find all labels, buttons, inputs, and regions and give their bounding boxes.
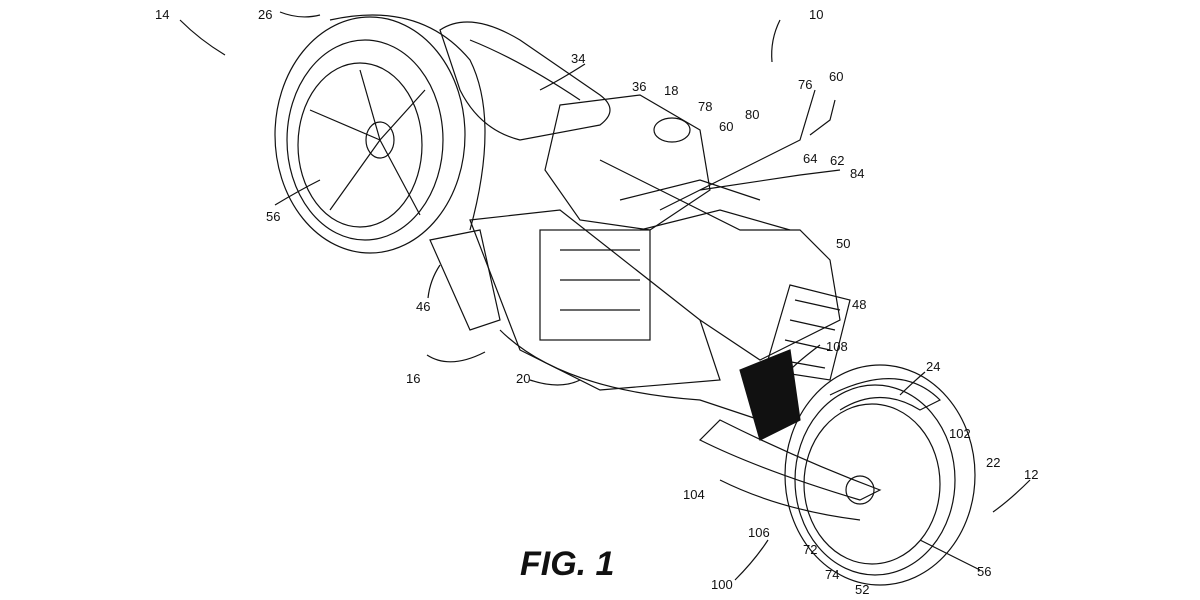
ref-104: 104 [683,487,705,502]
front-wheel [784,364,976,586]
ref-80: 80 [745,107,760,122]
ref-108: 108 [826,339,848,354]
ref-56: 56 [977,564,992,579]
ref-64: 64 [803,151,818,166]
ref-102: 102 [949,426,971,441]
frame-engine [429,159,841,421]
ref-76: 76 [798,77,813,92]
ref-50: 50 [836,236,851,251]
ref-60: 60 [719,119,734,134]
ref-60: 60 [829,69,844,84]
ref-74: 74 [825,567,840,582]
ref-14: 14 [155,7,170,22]
ref-78: 78 [698,99,713,114]
ref-100: 100 [711,577,733,592]
figure-caption: FIG. 1 [520,545,615,583]
ref-18: 18 [664,83,679,98]
ref-16: 16 [406,371,421,386]
handlebars [659,89,841,211]
rear-wheel [274,14,486,254]
radiator [764,284,851,381]
ref-52: 52 [855,582,870,597]
ref-22: 22 [986,455,1001,470]
ref-36: 36 [632,79,647,94]
ref-20: 20 [516,371,531,386]
swingarm [698,349,882,521]
ref-106: 106 [748,525,770,540]
ref-72: 72 [803,542,818,557]
ref-10: 10 [809,7,824,22]
ref-26: 26 [258,7,273,22]
ref-46: 46 [416,299,431,314]
ref-84: 84 [850,166,865,181]
ref-62: 62 [830,153,845,168]
seat [439,21,611,141]
leader-lines [179,11,1031,581]
ref-12: 12 [1024,467,1039,482]
ref-48: 48 [852,297,867,312]
ref-34: 34 [571,51,586,66]
ref-24: 24 [926,359,941,374]
ref-56: 56 [266,209,281,224]
fuel-tank [544,94,711,231]
